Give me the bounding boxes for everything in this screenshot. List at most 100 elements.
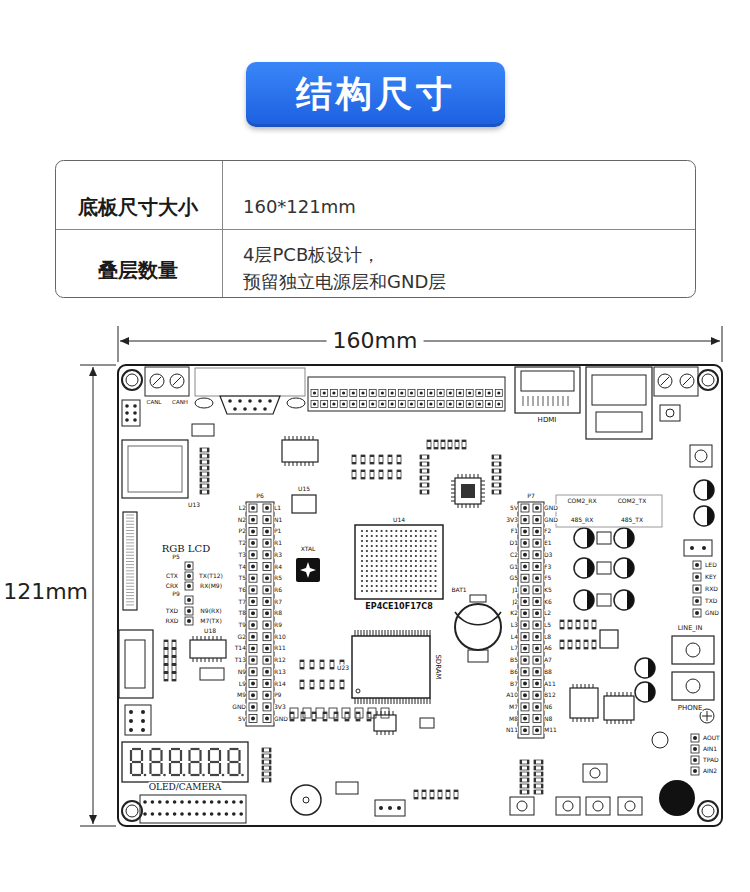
seven-seg-segment <box>141 750 143 761</box>
component-circle <box>429 391 432 394</box>
table-cell: 160*121mm <box>243 197 356 218</box>
pin-pad <box>249 563 257 571</box>
pin-pad <box>521 726 529 734</box>
pin-label: A7 <box>544 657 552 664</box>
component-circle <box>239 812 243 816</box>
smd-pad <box>499 455 501 459</box>
pcb-outline <box>118 365 722 826</box>
bga-ball <box>376 535 378 537</box>
bga-ball <box>410 550 412 552</box>
pin-pad <box>185 607 193 615</box>
seven-seg-dot <box>241 774 244 777</box>
component-circle <box>141 719 145 723</box>
smd-pad <box>379 462 383 464</box>
table-frame <box>56 161 696 298</box>
smd-pad <box>345 719 349 721</box>
pin-label: B7 <box>510 680 518 687</box>
fpc-contact <box>126 555 134 556</box>
silkscreen-label: RXD <box>705 586 718 593</box>
seven-seg-segment <box>191 748 200 750</box>
pin-label: R7 <box>274 598 282 605</box>
pin-pad <box>495 401 502 408</box>
smd-pad <box>541 790 543 794</box>
pin-pad <box>321 390 328 397</box>
pin-header <box>122 400 140 426</box>
ic-body <box>292 495 316 513</box>
pin-label: N8 <box>544 715 552 722</box>
smd-pad <box>584 647 588 649</box>
smd-part <box>534 778 543 782</box>
smd-pad <box>454 790 458 792</box>
pin-pad <box>350 401 357 408</box>
bga-ball <box>400 585 402 587</box>
fpc-contact <box>126 564 134 565</box>
table-cell: 叠层数量 <box>98 259 178 282</box>
smd-pad <box>397 462 401 464</box>
component-circle <box>342 402 345 405</box>
extension-line <box>722 326 723 362</box>
bga-ball <box>366 540 368 542</box>
fpc-contact <box>126 586 134 587</box>
smd-pad <box>262 772 264 776</box>
silkscreen-label: TX(T12) <box>199 573 223 580</box>
smd-pad <box>520 790 522 794</box>
battery-holder <box>455 604 501 650</box>
bga-ball <box>425 530 427 532</box>
tsop-package <box>352 636 430 698</box>
smd-pad <box>379 477 383 479</box>
bga-ball <box>371 575 373 577</box>
bga-ball <box>371 545 373 547</box>
bga-ball <box>376 550 378 552</box>
bga-ball <box>410 590 412 592</box>
bga-ball <box>376 540 378 542</box>
seven-seg-dot <box>183 774 186 777</box>
pin-label: C2 <box>510 551 518 558</box>
pin-label: F1 <box>511 528 518 535</box>
pin-pad <box>311 401 318 408</box>
pin-hole <box>535 635 539 639</box>
ic-body <box>600 630 618 648</box>
seven-seg-segment <box>171 748 180 750</box>
pin-pad <box>249 609 257 617</box>
bga-ball <box>366 565 368 567</box>
ic-body <box>374 715 396 731</box>
pin-pad <box>350 390 357 397</box>
pin-pad <box>369 390 376 397</box>
electrolytic-cap <box>694 506 714 526</box>
pin-hole <box>523 611 527 615</box>
pin-label: B6 <box>510 668 518 675</box>
db9-flange <box>195 398 213 408</box>
fpc-contact <box>126 533 134 534</box>
bga-ball <box>385 560 387 562</box>
smd-part <box>584 640 588 649</box>
line <box>451 501 455 502</box>
hdmi-pin <box>528 396 529 406</box>
bga-ball <box>395 580 397 582</box>
smd-pad <box>455 440 459 442</box>
electrolytic-cap <box>614 558 634 578</box>
table-rule <box>56 229 695 230</box>
pin-pad <box>521 527 529 535</box>
ic-lead <box>403 630 404 636</box>
silkscreen-label: HDMI <box>538 416 557 424</box>
smd-pad <box>427 490 429 494</box>
pin-label: GND <box>544 516 558 523</box>
component-circle <box>143 800 147 804</box>
bga-ball <box>410 585 412 587</box>
smd-pad <box>164 664 168 666</box>
smd-part <box>520 778 529 782</box>
switch <box>666 409 674 417</box>
pin-label: L5 <box>544 622 551 629</box>
bga-ball <box>410 535 412 537</box>
silkscreen-label: XTAL <box>301 546 316 553</box>
smd-pad <box>446 797 450 799</box>
smd-pad <box>520 760 522 764</box>
pin-pad <box>249 703 257 711</box>
ic-lead <box>382 698 383 704</box>
bga-ball <box>420 565 422 567</box>
pin-hole <box>265 565 269 569</box>
component-circle <box>449 402 452 405</box>
pin-pad <box>369 401 376 408</box>
component-circle <box>449 391 452 394</box>
pin-pad <box>533 668 541 676</box>
